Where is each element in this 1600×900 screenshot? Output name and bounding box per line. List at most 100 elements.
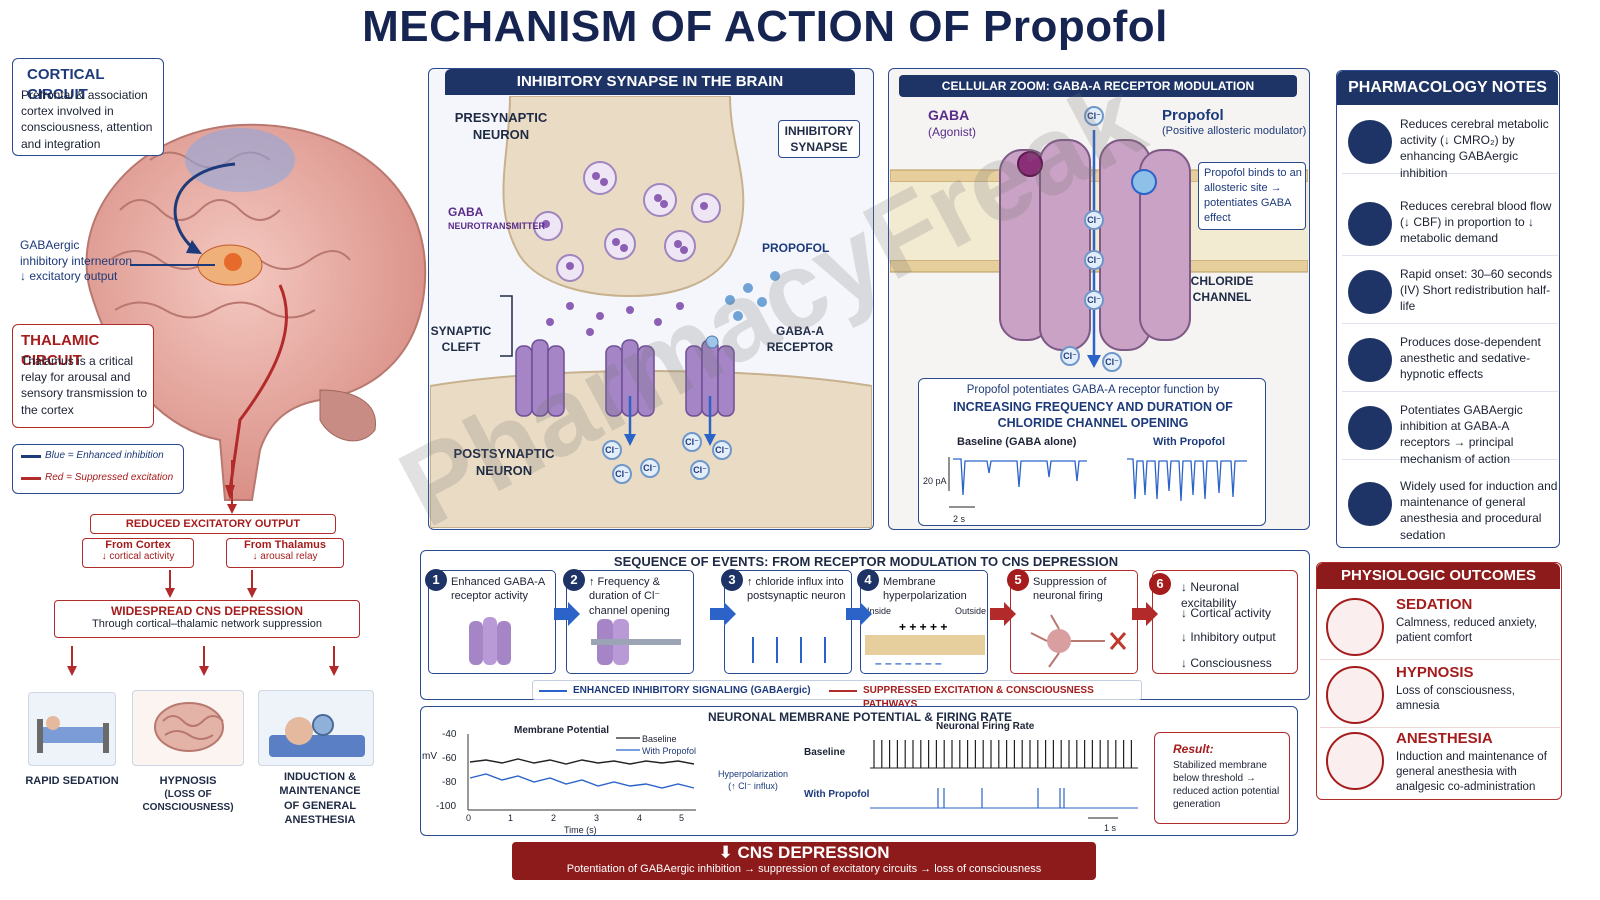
result-title: Result: bbox=[1173, 742, 1214, 756]
receptor-line2: RECEPTOR bbox=[766, 339, 834, 354]
notes-header: PHARMACOLOGY NOTES bbox=[1337, 71, 1558, 105]
sequence-header: SEQUENCE OF EVENTS: FROM RECEPTOR MODULA… bbox=[613, 554, 1119, 569]
current-traces bbox=[948, 457, 1247, 508]
step-text: ↑ chloride influx into postsynaptic neur… bbox=[747, 576, 846, 603]
flow-arrows bbox=[67, 460, 339, 676]
step-number: 2 bbox=[563, 569, 585, 591]
chloride-channel-label: CHLORIDE CHANNEL bbox=[1180, 274, 1264, 305]
cell-agonist-label: (Agonist) bbox=[928, 125, 977, 139]
note-text: Reduces cerebral blood flow (↓ CBF) in p… bbox=[1400, 199, 1552, 246]
cell-pam-label: (Positive allosteric modulator) bbox=[1162, 125, 1307, 137]
cns-title-text: CNS DEPRESSION bbox=[737, 843, 890, 862]
from-thalamus-title: From Thalamus bbox=[244, 539, 326, 551]
fr-title: Neuronal Firing Rate bbox=[936, 721, 1035, 732]
gabaergic-label: GABAergic inhibitory interneuron ↓ excit… bbox=[20, 238, 140, 285]
cell-propofol-label: Propofol bbox=[1162, 107, 1224, 124]
receptor-icon bbox=[469, 617, 511, 665]
cns-banner-sub: Potentiation of GABAergic inhibition → s… bbox=[566, 863, 1042, 875]
step-text: ↑ Frequency & duration of Cl⁻ channel op… bbox=[589, 576, 670, 617]
brain-illustration bbox=[85, 123, 427, 501]
effect-induction-line2: OF GENERAL ANESTHESIA bbox=[283, 799, 357, 826]
legend-red-text: SUPPRESSED EXCITATION & CONSCIOUSNESS PA… bbox=[863, 685, 1094, 710]
chloride-ion: Cl⁻ bbox=[1084, 106, 1104, 126]
note-item: Rapid onset: 30–60 seconds (IV) Short re… bbox=[1342, 260, 1558, 324]
fr-baseline-label: Baseline bbox=[804, 747, 846, 758]
blue-legend-text: Blue = Enhanced inhibition bbox=[45, 450, 164, 461]
blue-legend-line bbox=[21, 455, 41, 458]
final-effect: ↓ Neuronal excitability bbox=[1181, 580, 1240, 611]
outcome-text: Loss of consciousness, amnesia bbox=[1396, 685, 1515, 712]
trace-pa-label: 20 pA bbox=[923, 476, 947, 486]
membrane-header: NEURONAL MEMBRANE POTENTIAL & FIRING RAT… bbox=[707, 710, 1012, 724]
trace-sec-label: 2 s bbox=[953, 514, 966, 524]
mp-legend-baseline: Baseline bbox=[642, 734, 677, 744]
page-title: MECHANISM OF ACTION OF Propofol bbox=[362, 2, 1168, 51]
note-item: Potentiates GABAergic inhibition at GABA… bbox=[1342, 396, 1558, 466]
note-text: Produces dose-dependent anesthetic and s… bbox=[1400, 335, 1541, 382]
color-legend: Blue = Enhanced inhibition Red = Suppres… bbox=[12, 444, 184, 494]
step-number: 3 bbox=[721, 569, 743, 591]
from-cortex-box: From Cortex ↓ cortical activity bbox=[82, 538, 194, 568]
chloride-ion: Cl⁻ bbox=[1084, 250, 1104, 270]
brain-icon bbox=[1348, 120, 1392, 164]
svg-text:– – – – – – –: – – – – – – – bbox=[875, 656, 942, 669]
chloride-ion: Cl⁻ bbox=[712, 440, 732, 460]
membrane-charge-icon: + + + + +– – – – – – – bbox=[865, 620, 985, 669]
from-thalamus-box: From Thalamus ↓ arousal relay bbox=[226, 538, 344, 568]
hyper-line1: Hyperpolarization bbox=[718, 769, 789, 779]
propofol-binds-text: Propofol binds to an allosteric site → p… bbox=[1204, 167, 1302, 224]
note-item: Reduces cerebral blood flow (↓ CBF) in p… bbox=[1342, 192, 1558, 256]
gabaergic-line2: inhibitory interneuron bbox=[20, 253, 133, 268]
effect-hypnosis: HYPNOSIS (LOSS OF CONSCIOUSNESS) bbox=[124, 774, 252, 814]
mp-xlabel: Time (s) bbox=[564, 825, 597, 835]
outcome-text: Induction and maintenance of general ane… bbox=[1396, 751, 1547, 793]
note-text: Rapid onset: 30–60 seconds (IV) Short re… bbox=[1400, 267, 1553, 314]
mp-title: Membrane Potential bbox=[514, 725, 610, 736]
chloride-ion: Cl⁻ bbox=[1084, 210, 1104, 230]
propofol-binds-box: Propofol binds to an allosteric site → p… bbox=[1198, 162, 1306, 230]
final-effect: ↓ Inhibitory output bbox=[1181, 630, 1276, 644]
membrane-panel: NEURONAL MEMBRANE POTENTIAL & FIRING RAT… bbox=[420, 706, 1298, 836]
outside-label: Outside bbox=[955, 606, 987, 616]
tag-line2: SYNAPSE bbox=[790, 140, 848, 154]
hypnosis-picture bbox=[132, 690, 244, 766]
gabaergic-line3: ↓ excitatory output bbox=[20, 269, 118, 284]
cns-banner-title: ⬇ CNS DEPRESSION bbox=[512, 843, 1096, 863]
potentiation-box: Propofol potentiates GABA-A receptor fun… bbox=[918, 378, 1266, 526]
postsynaptic-line2: NEURON bbox=[475, 462, 533, 478]
effect-hypnosis-line1: HYPNOSIS bbox=[159, 775, 217, 787]
chloride-ion: Cl⁻ bbox=[640, 458, 660, 478]
step-number: 1 bbox=[425, 569, 447, 591]
outcome-title: SEDATION bbox=[1396, 596, 1473, 613]
receptor-icon bbox=[1348, 406, 1392, 450]
mp-ytick: -60 bbox=[442, 753, 457, 764]
presynaptic-line2: NEURON bbox=[472, 126, 530, 142]
mp-legend-propofol: With Propofol bbox=[642, 746, 697, 756]
chloride-ion: Cl⁻ bbox=[1084, 290, 1104, 310]
outcome-title: HYPNOSIS bbox=[1396, 664, 1474, 681]
firing-rate-plot bbox=[870, 740, 1138, 819]
mp-ytick: -80 bbox=[442, 777, 457, 788]
fr-scale-label: 1 s bbox=[1104, 823, 1117, 833]
brain-icon bbox=[1348, 338, 1392, 382]
outcome-title: ANESTHESIA bbox=[1396, 730, 1493, 747]
hyper-line2: (↑ Cl⁻ influx) bbox=[728, 781, 778, 792]
legend-blue-line bbox=[539, 690, 567, 692]
effect-induction-line1: INDUCTION & MAINTENANCE bbox=[279, 771, 361, 798]
thalamic-text: Thalamus is a critical relay for arousal… bbox=[21, 354, 148, 417]
gaba-line1: GABA bbox=[448, 205, 484, 219]
chloride-ion: Cl⁻ bbox=[682, 432, 702, 452]
sedation-picture bbox=[28, 692, 116, 766]
widespread-sub: Through cortical–thalamic network suppre… bbox=[92, 618, 322, 630]
chloride-ion: Cl⁻ bbox=[602, 440, 622, 460]
presynaptic-label: PRESYNAPTIC NEURON bbox=[446, 110, 556, 144]
note-text: Potentiates GABAergic inhibition at GABA… bbox=[1400, 403, 1523, 466]
final-effect: ↓ Cortical activity bbox=[1181, 606, 1272, 620]
mp-xtick: 5 bbox=[679, 813, 685, 823]
trace-baseline-label: Baseline (GABA alone) bbox=[957, 436, 1077, 448]
cortical-circuit-box: CORTICAL CIRCUIT Prefrontal & associatio… bbox=[12, 58, 164, 156]
channel-icon bbox=[591, 619, 681, 665]
cellular-header: CELLULAR ZOOM: GABA-A RECEPTOR MODULATIO… bbox=[899, 75, 1297, 97]
chloride-ion: Cl⁻ bbox=[612, 464, 632, 484]
